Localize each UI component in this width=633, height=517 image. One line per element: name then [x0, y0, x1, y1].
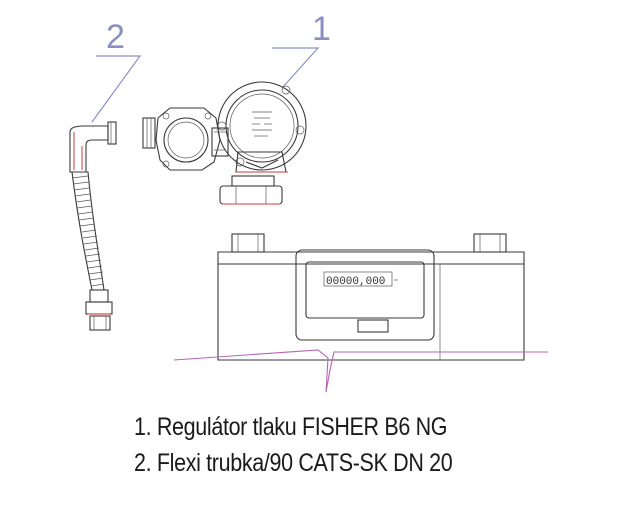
regulator [142, 81, 307, 205]
callout-leader-2 [91, 55, 142, 123]
legend-item-regulator: 1. Regulátor tlaku FISHER B6 NG [134, 413, 448, 441]
regulator-main-diaphragm [225, 89, 299, 163]
regulator-inlet-nut [142, 117, 156, 149]
regulator-label-plate [252, 111, 272, 137]
regulator-left-housing [155, 107, 221, 171]
regulator-outlet-nut [219, 185, 283, 205]
hose-end [89, 315, 111, 331]
meter-counter-digits: 00000,000 [326, 276, 385, 288]
regulator-main-housing [217, 81, 307, 171]
meter-counter-window [305, 261, 425, 319]
hose-elbow [69, 125, 109, 173]
flexi-hose [69, 121, 117, 331]
meter-counter-frame [295, 249, 435, 341]
regulator-left-diaphragm [163, 117, 209, 163]
meter-outlet-stub [473, 233, 507, 253]
hose-nut [85, 301, 113, 315]
callout-2: 2 [91, 18, 142, 123]
elbow-nut [107, 121, 117, 145]
regulator-vent-screw [281, 85, 291, 95]
meter-break-line [173, 349, 548, 393]
meter-counter-box [323, 271, 393, 287]
regulator-outlet-collar [231, 175, 275, 187]
hose-corrugations [71, 175, 105, 287]
legend-item-flexi-hose: 2. Flexi trubka/90 CATS-SK DN 20 [134, 449, 453, 477]
meter-inlet-stub [231, 233, 265, 253]
gas-meter: 00000,000 [173, 233, 548, 393]
meter-body [217, 264, 525, 361]
callout-number-2: 2 [106, 18, 125, 56]
regulator-bridge [211, 127, 229, 157]
callout-1: 1 [272, 10, 331, 89]
callout-number-1: 1 [312, 10, 331, 48]
regulator-lever [245, 159, 279, 169]
callout-leader-1 [272, 47, 320, 89]
hose-fitting [89, 289, 109, 303]
meter-tab [357, 319, 389, 333]
